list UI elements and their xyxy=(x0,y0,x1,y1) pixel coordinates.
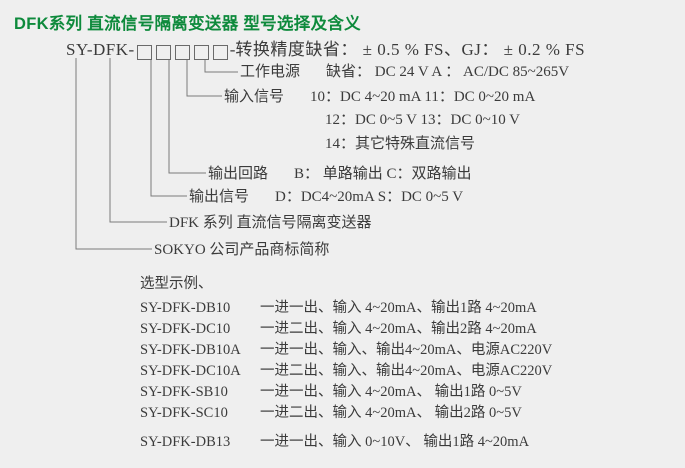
model-box-5[interactable] xyxy=(212,44,228,60)
example-text-7: 一进一出、输入 0~10V、 输出1路 4~20mA xyxy=(260,434,530,450)
model-box-4[interactable] xyxy=(193,44,209,60)
callout-label-input-signal: 输入信号 xyxy=(224,89,285,105)
model-box-3[interactable] xyxy=(174,44,190,60)
callout-label-output-signal: 输出信号 xyxy=(189,189,250,205)
callout-options-output-signal: D：DC4~20mA S：DC 0~5 V xyxy=(275,189,464,205)
callout-options-accuracy: 缺省： ± 0.5 % FS、GJ： ± 0.2 % FS xyxy=(305,40,586,59)
example-code-3: SY-DFK-DB10A xyxy=(140,342,241,358)
example-text-6: 一进二出、输入 4~20mA、 输出2路 0~5V xyxy=(260,405,522,421)
callout-label-power: 工作电源 xyxy=(240,64,301,80)
callout-brand: SOKYO 公司产品商标简称 xyxy=(154,242,329,258)
callout-options-input-signal: 10：DC 4~20 mA 11：DC 0~20 mA xyxy=(310,89,536,105)
example-code-5: SY-DFK-SB10 xyxy=(140,384,228,400)
model-box-row xyxy=(135,41,230,61)
callout-input-signal-3: 14：其它特殊直流信号 xyxy=(325,136,475,152)
example-row-5: SY-DFK-SB10 一进一出、输入 4~20mA、 输出1路 0~5V xyxy=(140,380,522,401)
example-text-2: 一进二出、输入 4~20mA、输出2路 4~20mA xyxy=(260,321,537,337)
example-code-4: SY-DFK-DC10A xyxy=(140,363,241,379)
model-code: SY-DFK- -转换精度缺省： ± 0.5 % FS、GJ： ± 0.2 % F… xyxy=(66,40,585,61)
example-text-1: 一进一出、输入 4~20mA、输出1路 4~20mA xyxy=(260,300,537,316)
example-code-2: SY-DFK-DC10 xyxy=(140,321,231,337)
callout-options-input-signal-2: 12：DC 0~5 V 13：DC 0~10 V xyxy=(325,112,521,128)
callout-output-signal: 输出信号 D：DC4~20mA S：DC 0~5 V xyxy=(189,189,463,205)
example-text-5: 一进一出、输入 4~20mA、 输出1路 0~5V xyxy=(260,384,522,400)
callout-options-input-signal-3: 14：其它特殊直流信号 xyxy=(325,136,476,152)
example-code-6: SY-DFK-SC10 xyxy=(140,405,228,421)
example-text-4: 一进二出、输入、输出4~20mA、电源AC220V xyxy=(260,363,553,379)
example-row-2: SY-DFK-DC10 一进二出、输入 4~20mA、输出2路 4~20mA xyxy=(140,317,537,338)
model-box-2[interactable] xyxy=(155,44,171,60)
example-row-7: SY-DFK-DB13 一进一出、输入 0~10V、 输出1路 4~20mA xyxy=(140,430,529,451)
callout-output-loop: 输出回路 B： 单路输出 C：双路输出 xyxy=(208,166,472,182)
model-prefix: SY-DFK- xyxy=(66,40,135,59)
example-row-1: SY-DFK-DB10 一进一出、输入 4~20mA、输出1路 4~20mA xyxy=(140,296,537,317)
example-row-4: SY-DFK-DC10A 一进二出、输入、输出4~20mA、电源AC220V xyxy=(140,359,552,380)
example-row-3: SY-DFK-DB10A 一进一出、输入、输出4~20mA、电源AC220V xyxy=(140,338,552,359)
callout-series: DFK 系列 直流信号隔离变送器 xyxy=(169,215,372,231)
callout-input-signal-2: 12：DC 0~5 V 13：DC 0~10 V xyxy=(325,112,520,128)
callout-options-power: 缺省： DC 24 V A ： AC/DC 85~265V xyxy=(326,64,570,80)
example-row-6: SY-DFK-SC10 一进二出、输入 4~20mA、 输出2路 0~5V xyxy=(140,401,522,422)
callout-options-output-loop: B： 单路输出 C：双路输出 xyxy=(294,166,472,182)
example-text-3: 一进一出、输入、输出4~20mA、电源AC220V xyxy=(260,342,553,358)
model-suffix-dash: - xyxy=(229,40,236,59)
example-code-7: SY-DFK-DB13 xyxy=(140,434,231,450)
callout-label-brand: SOKYO 公司产品商标简称 xyxy=(154,242,330,258)
callout-label-series: DFK 系列 直流信号隔离变送器 xyxy=(169,215,372,231)
callout-label-output-loop: 输出回路 xyxy=(208,166,269,182)
model-box-1[interactable] xyxy=(136,44,152,60)
examples-heading: 选型示例、 xyxy=(140,276,213,292)
callout-power: 工作电源 缺省： DC 24 V A ： AC/DC 85~265V xyxy=(240,64,569,80)
page-title: DFK系列 直流信号隔离变送器 型号选择及含义 xyxy=(14,15,361,33)
callout-input-signal: 输入信号 10：DC 4~20 mA 11：DC 0~20 mA xyxy=(224,89,535,105)
example-code-1: SY-DFK-DB10 xyxy=(140,300,231,316)
callout-label-accuracy: 转换精度 xyxy=(235,40,306,59)
